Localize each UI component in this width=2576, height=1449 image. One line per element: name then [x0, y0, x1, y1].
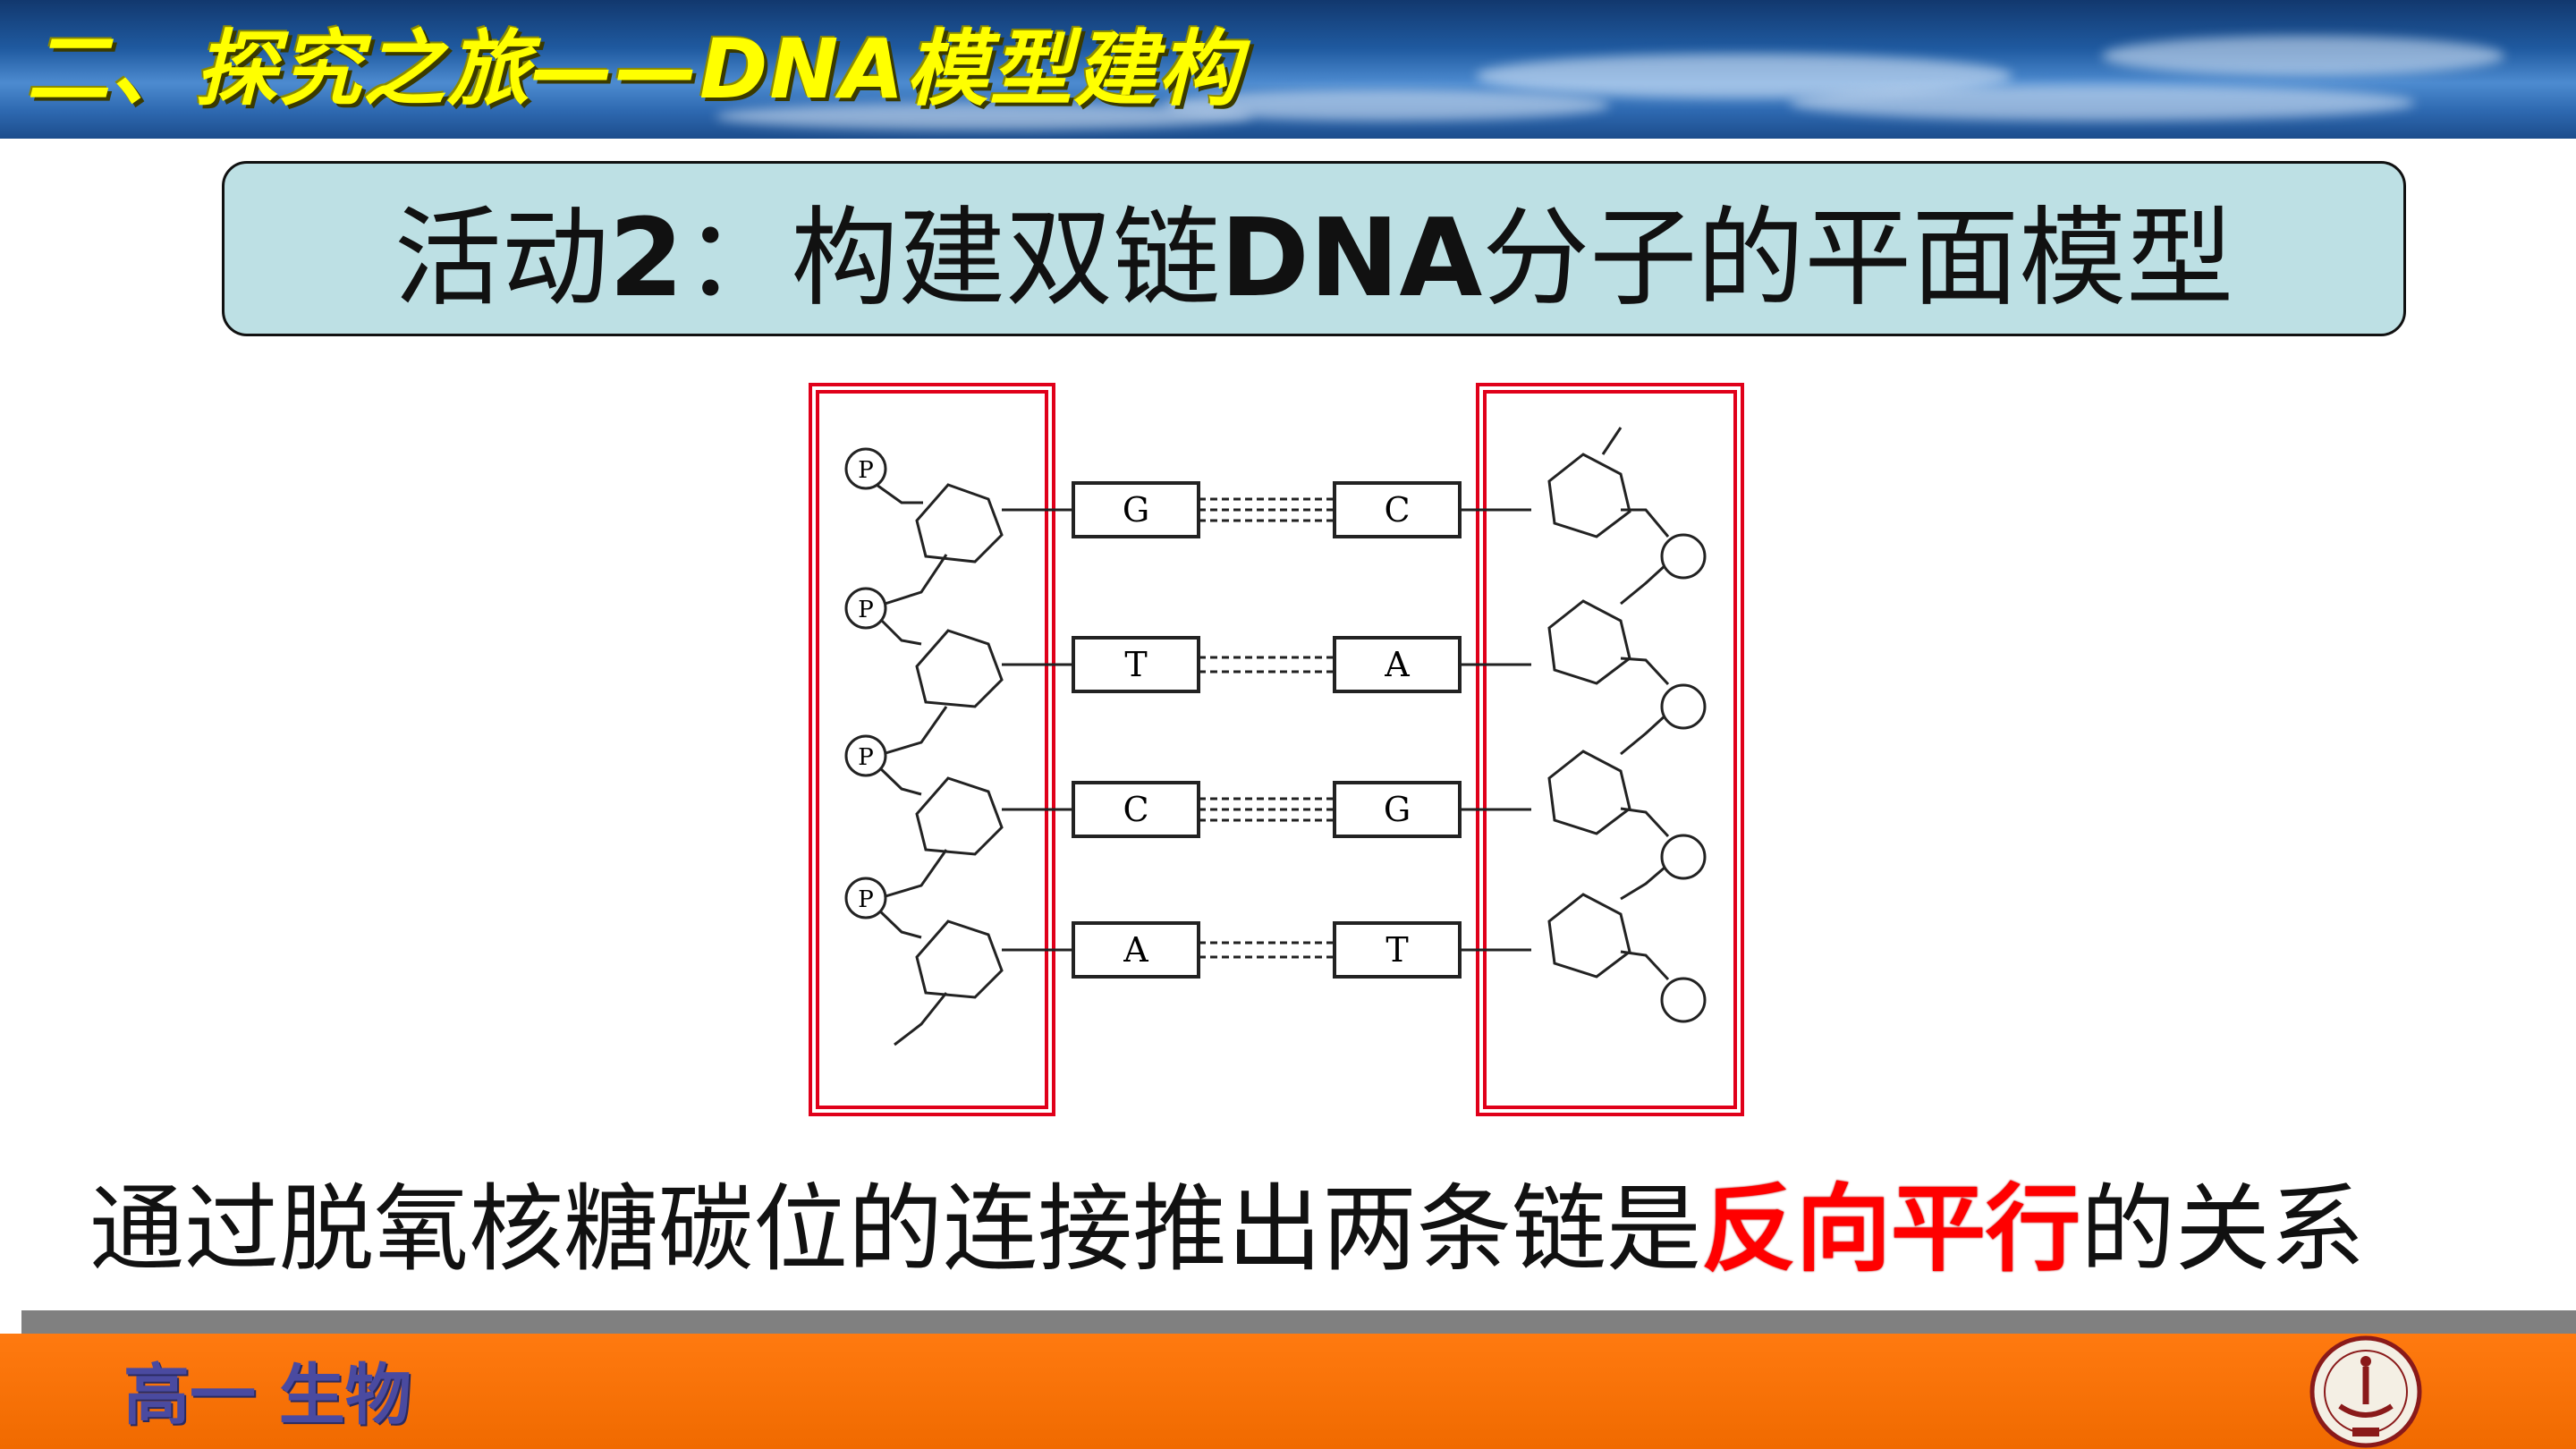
base-label: G	[1384, 790, 1411, 829]
base-label: T	[1385, 930, 1408, 970]
base-label: C	[1123, 790, 1148, 829]
divider	[21, 1310, 2576, 1334]
left-base-group: G T C A	[1072, 481, 1200, 979]
hydrogen-bonds	[1199, 497, 1335, 959]
caption-text: 通过脱氧核糖碳位的连接推出两条链是	[89, 1174, 1701, 1284]
phosphate-label: P	[858, 744, 874, 771]
base-label: C	[1384, 490, 1410, 530]
section-title: 二、探究之旅——DNA模型建构	[27, 21, 1242, 117]
right-base-group: C A G T	[1333, 481, 1462, 979]
right-strand-highlight	[1476, 383, 1744, 1116]
base-label: G	[1123, 490, 1149, 530]
activity-title: 活动2：构建双链DNA分子的平面模型	[394, 171, 2233, 326]
left-phosphate-group: P P P P	[844, 447, 887, 919]
base-label: A	[1123, 930, 1148, 970]
caption: 通过脱氧核糖碳位的连接推出两条链是反向平行的关系	[89, 1172, 2365, 1288]
deoxyribose-pentagon	[1547, 453, 1631, 538]
deoxyribose-pentagon	[915, 483, 1004, 564]
caption-emphasis: 反向平行	[1701, 1174, 2080, 1284]
activity-number: 2	[608, 197, 684, 321]
phosphate-circle	[1660, 533, 1707, 580]
phosphate-label: P	[858, 457, 874, 484]
caption-text-end: 的关系	[2080, 1174, 2365, 1284]
footer-bar	[0, 1334, 2576, 1449]
activity-suffix: 分子的平面模型	[1482, 197, 2234, 321]
footer-course: 高一 生物	[123, 1357, 411, 1434]
header-banner: 二、探究之旅——DNA模型建构	[0, 0, 2576, 139]
base-label: A	[1384, 645, 1410, 684]
phosphate-circle	[844, 447, 887, 490]
left-sugar-group	[915, 483, 1004, 999]
activity-prefix: 活动	[394, 197, 609, 321]
right-sugar-group	[1547, 453, 1631, 979]
activity-dna: DNA	[1220, 197, 1483, 321]
phosphate-label: P	[858, 886, 874, 913]
school-logo-icon	[2309, 1335, 2422, 1448]
left-strand-highlight	[809, 383, 1055, 1116]
right-phosphate-group	[1660, 533, 1707, 1023]
activity-colon: ：构建双链	[683, 197, 1221, 321]
activity-title-box: 活动2：构建双链DNA分子的平面模型	[222, 161, 2406, 336]
dna-plane-model-diagram: P P P P G T C A	[809, 383, 1744, 1116]
phosphate-label: P	[858, 597, 874, 623]
base-label: T	[1124, 645, 1147, 684]
